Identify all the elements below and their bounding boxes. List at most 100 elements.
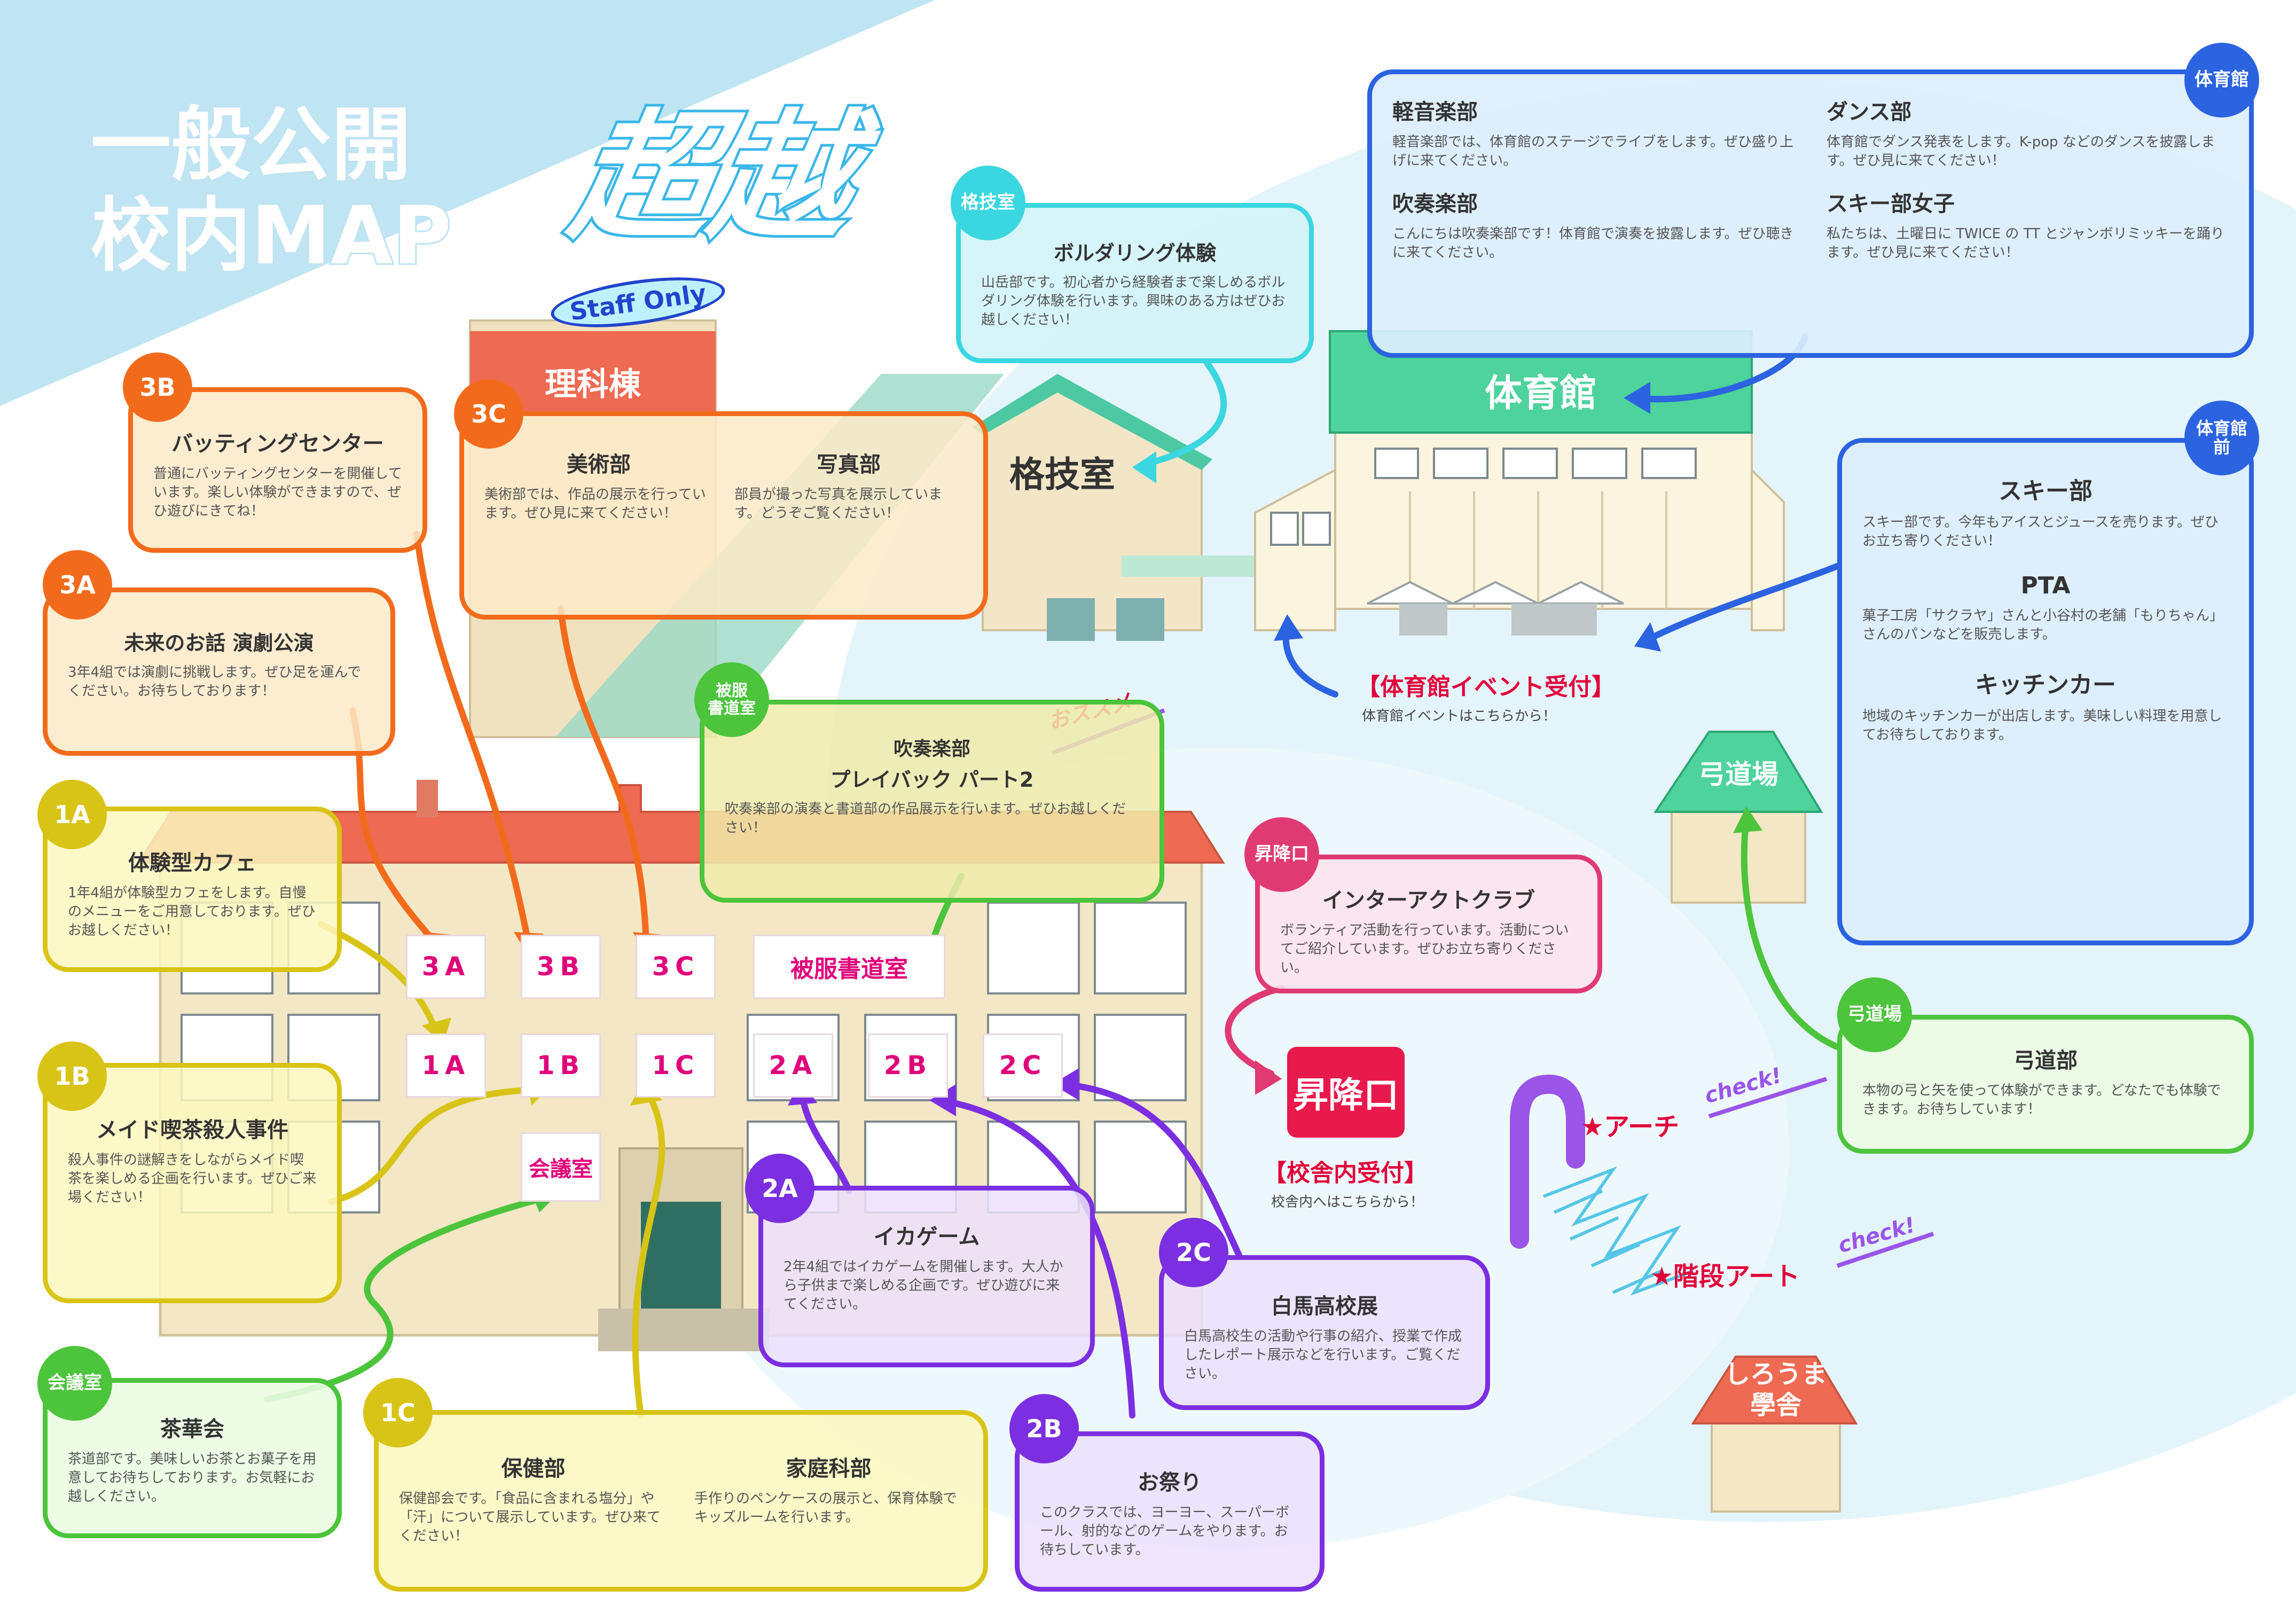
room-1b[interactable]: 1B [521,1033,601,1098]
card-shokoguchi-desc: ボランティア活動を行っています。活動についてご紹介しています。ぜひお立ち寄りくだ… [1280,922,1569,976]
badge-2a: 2A [745,1154,814,1223]
room-3b[interactable]: 3B [521,935,601,999]
shirouma-label-line2: 學舎 [1750,1390,1801,1420]
card-kakugi-desc: 山岳部です。初心者から経験者まで楽しめるボルダリング体験を行います。興味のある方… [981,275,1286,328]
room-hifuku-shodo[interactable]: 被服書道室 [753,935,945,999]
card-1c-title-homeec: 家庭科部 [786,1456,872,1481]
page-title-line2: 校内MAP [89,188,453,284]
card-1c[interactable]: 保健部 保健部会です。「食品に含まれる塩分」や「汗」について展示しています。ぜひ… [374,1410,988,1592]
badge-shokoguchi: 昇降口 [1244,817,1319,892]
room-2a[interactable]: 2A [753,1033,833,1098]
card-3c[interactable]: 美術部 美術部では、作品の展示を行っています。ぜひ見に来てください！ 写真部 部… [459,411,988,620]
page-title-line1: 一般公開 [89,97,413,193]
card-1c-desc-homeec: 手作りのペンケースの展示と、保育体験でキッズルームを行います。 [694,1491,957,1526]
room-3c[interactable]: 3C [636,935,716,999]
card-1a-title: 体験型カフェ [128,851,256,875]
card-front-d1: スキー部です。今年もアイスとジュースを売ります。ぜひお立ち寄りください！ [1862,514,2219,550]
card-2a[interactable]: イカゲーム 2年4組ではイカゲームを開催します。大人から子供まで楽しめる企画です… [758,1186,1095,1367]
card-3a[interactable]: 未来のお話 演劇公演 3年4組では演劇に挑戦します。ぜひ足を運んでください。お待… [43,588,395,756]
card-hifuku[interactable]: 吹奏楽部 プレイバック パート2 吹奏楽部の演奏と書道部の作品展示を行います。ぜ… [700,700,1164,903]
card-gym-d2: 体育館でダンス発表をします。K-pop などのダンスを披露します。ぜひ見に来てく… [1827,134,2215,169]
card-gymnasium[interactable]: 軽音楽部 軽音楽部では、体育館のステージでライブをします。ぜひ盛り上げに来てくだ… [1367,69,2254,358]
card-1c-title-health: 保健部 [501,1456,566,1481]
archery-range-building [1654,731,1823,904]
card-gym-d1: 軽音楽部では、体育館のステージでライブをします。ぜひ盛り上げに来てください。 [1392,134,1793,169]
room-1c[interactable]: 1C [636,1033,716,1098]
martial-arts-hall-label: 格技室 [1009,454,1115,495]
card-2b[interactable]: お祭り このクラスでは、ヨーヨー、スーパーボール、射的などのゲームをやります。お… [1015,1431,1325,1592]
room-3a[interactable]: 3A [406,935,486,999]
badge-2c: 2C [1159,1218,1228,1287]
card-hifuku-title2: プレイバック パート2 [830,768,1034,792]
card-shokoguchi[interactable]: インターアクトクラブ ボランティア活動を行っています。活動についてご紹介していま… [1255,855,1602,993]
science-building-name: 理科棟 [545,366,641,403]
card-hifuku-title1: 吹奏楽部 [893,738,970,760]
shirouma-label-line1: しろうま [1724,1359,1827,1389]
card-2c-desc: 白馬高校生の活動や行事の紹介、授業で作成したレポート展示などを行います。ご覧くだ… [1184,1328,1462,1382]
card-kaigi-desc: 茶道部です。美味しいお茶とお菓子を用意してお待ちしております。お気軽にお越しくだ… [68,1451,317,1505]
card-kyudo-title: 弓道部 [2013,1048,2078,1073]
arch-label: ★アーチ [1581,1112,1680,1142]
card-front-t3: キッチンカー [1975,671,2116,699]
card-gym-d4: 私たちは、土曜日に TWICE の TT とジャンボリミッキーを踊ります。ぜひ見… [1827,226,2224,261]
card-2a-desc: 2年4組ではイカゲームを開催します。大人から子供まで楽しめる企画です。ぜひ遊びに… [783,1259,1063,1313]
badge-1b: 1B [37,1041,107,1111]
room-2b[interactable]: 2B [868,1033,948,1098]
gymnasium-building [1254,330,1785,636]
card-front-d2: 菓子工房「サクラヤ」さんと小谷村の老舗「もりちゃん」さんのパンなどを販売します。 [1862,608,2224,643]
badge-hifuku: 被服 書道室 [694,662,769,737]
card-gym-t4: スキー部女子 [1827,192,1955,217]
gym-reception-title: 【体育館イベント受付】 [1357,674,1615,701]
card-front-t2: PTA [2020,572,2071,600]
card-gym-front[interactable]: スキー部 スキー部です。今年もアイスとジュースを売ります。ぜひお立ち寄りください… [1837,438,2254,945]
shirouma-building [1691,1356,1858,1513]
card-3c-desc-photo: 部員が撮った写真を展示しています。どうぞご覧ください！ [734,487,943,522]
card-2b-title: お祭り [1138,1470,1202,1495]
card-2c[interactable]: 白馬高校展 白馬高校生の活動や行事の紹介、授業で作成したレポート展示などを行いま… [1159,1255,1490,1410]
room-2c[interactable]: 2C [983,1033,1063,1098]
card-3b-title: バッティングセンター [171,432,384,456]
shirouma-label: しろうま 學舎 [1712,1359,1840,1421]
badge-kakugi: 格技室 [951,166,1025,240]
card-1a-desc: 1年4組が体験型カフェをします。自慢のメニューをご用意しております。ぜひお越しく… [68,885,316,939]
badge-2b: 2B [1009,1394,1079,1463]
badge-gym-front: 体育館 前 [2184,401,2259,475]
card-kyudo[interactable]: 弓道部 本物の弓と矢を使って体験ができます。どなたでも体験できます。お待ちしてい… [1837,1015,2254,1154]
card-kakugi-title: ボルダリング体験 [1053,241,1216,265]
card-3a-desc: 3年4組では演劇に挑戦します。ぜひ足を運んでください。お待ちしております！ [68,664,362,700]
badge-1c: 1C [363,1378,433,1447]
card-gym-d3: こんにちは吹奏楽部です！体育館で演奏を披露します。ぜひ聴きに来てください。 [1392,226,1794,261]
badge-3c: 3C [454,379,523,449]
card-kakugi[interactable]: ボルダリング体験 山岳部です。初心者から経験者まで楽しめるボルダリング体験を行い… [956,203,1314,363]
card-2a-title: イカゲーム [873,1225,980,1249]
card-3c-title-photo: 写真部 [817,452,881,477]
stairs-label: ★階段アート [1650,1262,1800,1291]
stair-art [1542,1166,1694,1296]
card-2b-desc: このクラスでは、ヨーヨー、スーパーボール、射的などのゲームをやります。お待ちして… [1040,1505,1289,1559]
card-gym-t1: 軽音楽部 [1392,100,1478,124]
entrance-sign[interactable]: 昇降口 [1287,1047,1405,1138]
card-kaigi-title: 茶華会 [160,1417,224,1442]
slogan-logo: 超越 [558,95,869,261]
card-shokoguchi-title: インターアクトクラブ [1322,888,1535,913]
badge-gym-front-line1: 体育館 [2196,418,2247,438]
badge-gym-front-line2: 前 [2213,437,2230,457]
card-1b-title: メイド喫茶殺人事件 [96,1118,288,1142]
archery-range-label: 弓道場 [1698,759,1778,790]
badge-gymnasium: 体育館 [2184,43,2259,118]
room-kaigi[interactable]: 会議室 [521,1132,601,1202]
school-reception-title: 【校舎内受付】 [1263,1160,1428,1187]
arch-art [1510,1074,1585,1249]
badge-3b: 3B [123,353,192,422]
room-1a[interactable]: 1A [406,1033,486,1098]
card-1b[interactable]: メイド喫茶殺人事件 殺人事件の謎解きをしながらメイド喫茶を楽しめる企画を行います… [43,1063,342,1303]
card-front-d3: 地域のキッチンカーが出店します。美味しい料理を用意してお待ちしております。 [1862,708,2222,743]
gymnasium-label: 体育館 [1485,371,1597,415]
card-gym-t2: ダンス部 [1827,100,1912,124]
badge-hifuku-line2: 書道室 [708,699,756,718]
badge-hifuku-line1: 被服 [716,682,748,700]
card-hifuku-desc: 吹奏楽部の演奏と書道部の作品展示を行います。ぜひお越しください！ [725,801,1126,836]
badge-3a: 3A [43,550,112,620]
card-3a-title: 未来のお話 演劇公演 [124,631,314,655]
card-front-t1: スキー部 [1999,477,2093,505]
